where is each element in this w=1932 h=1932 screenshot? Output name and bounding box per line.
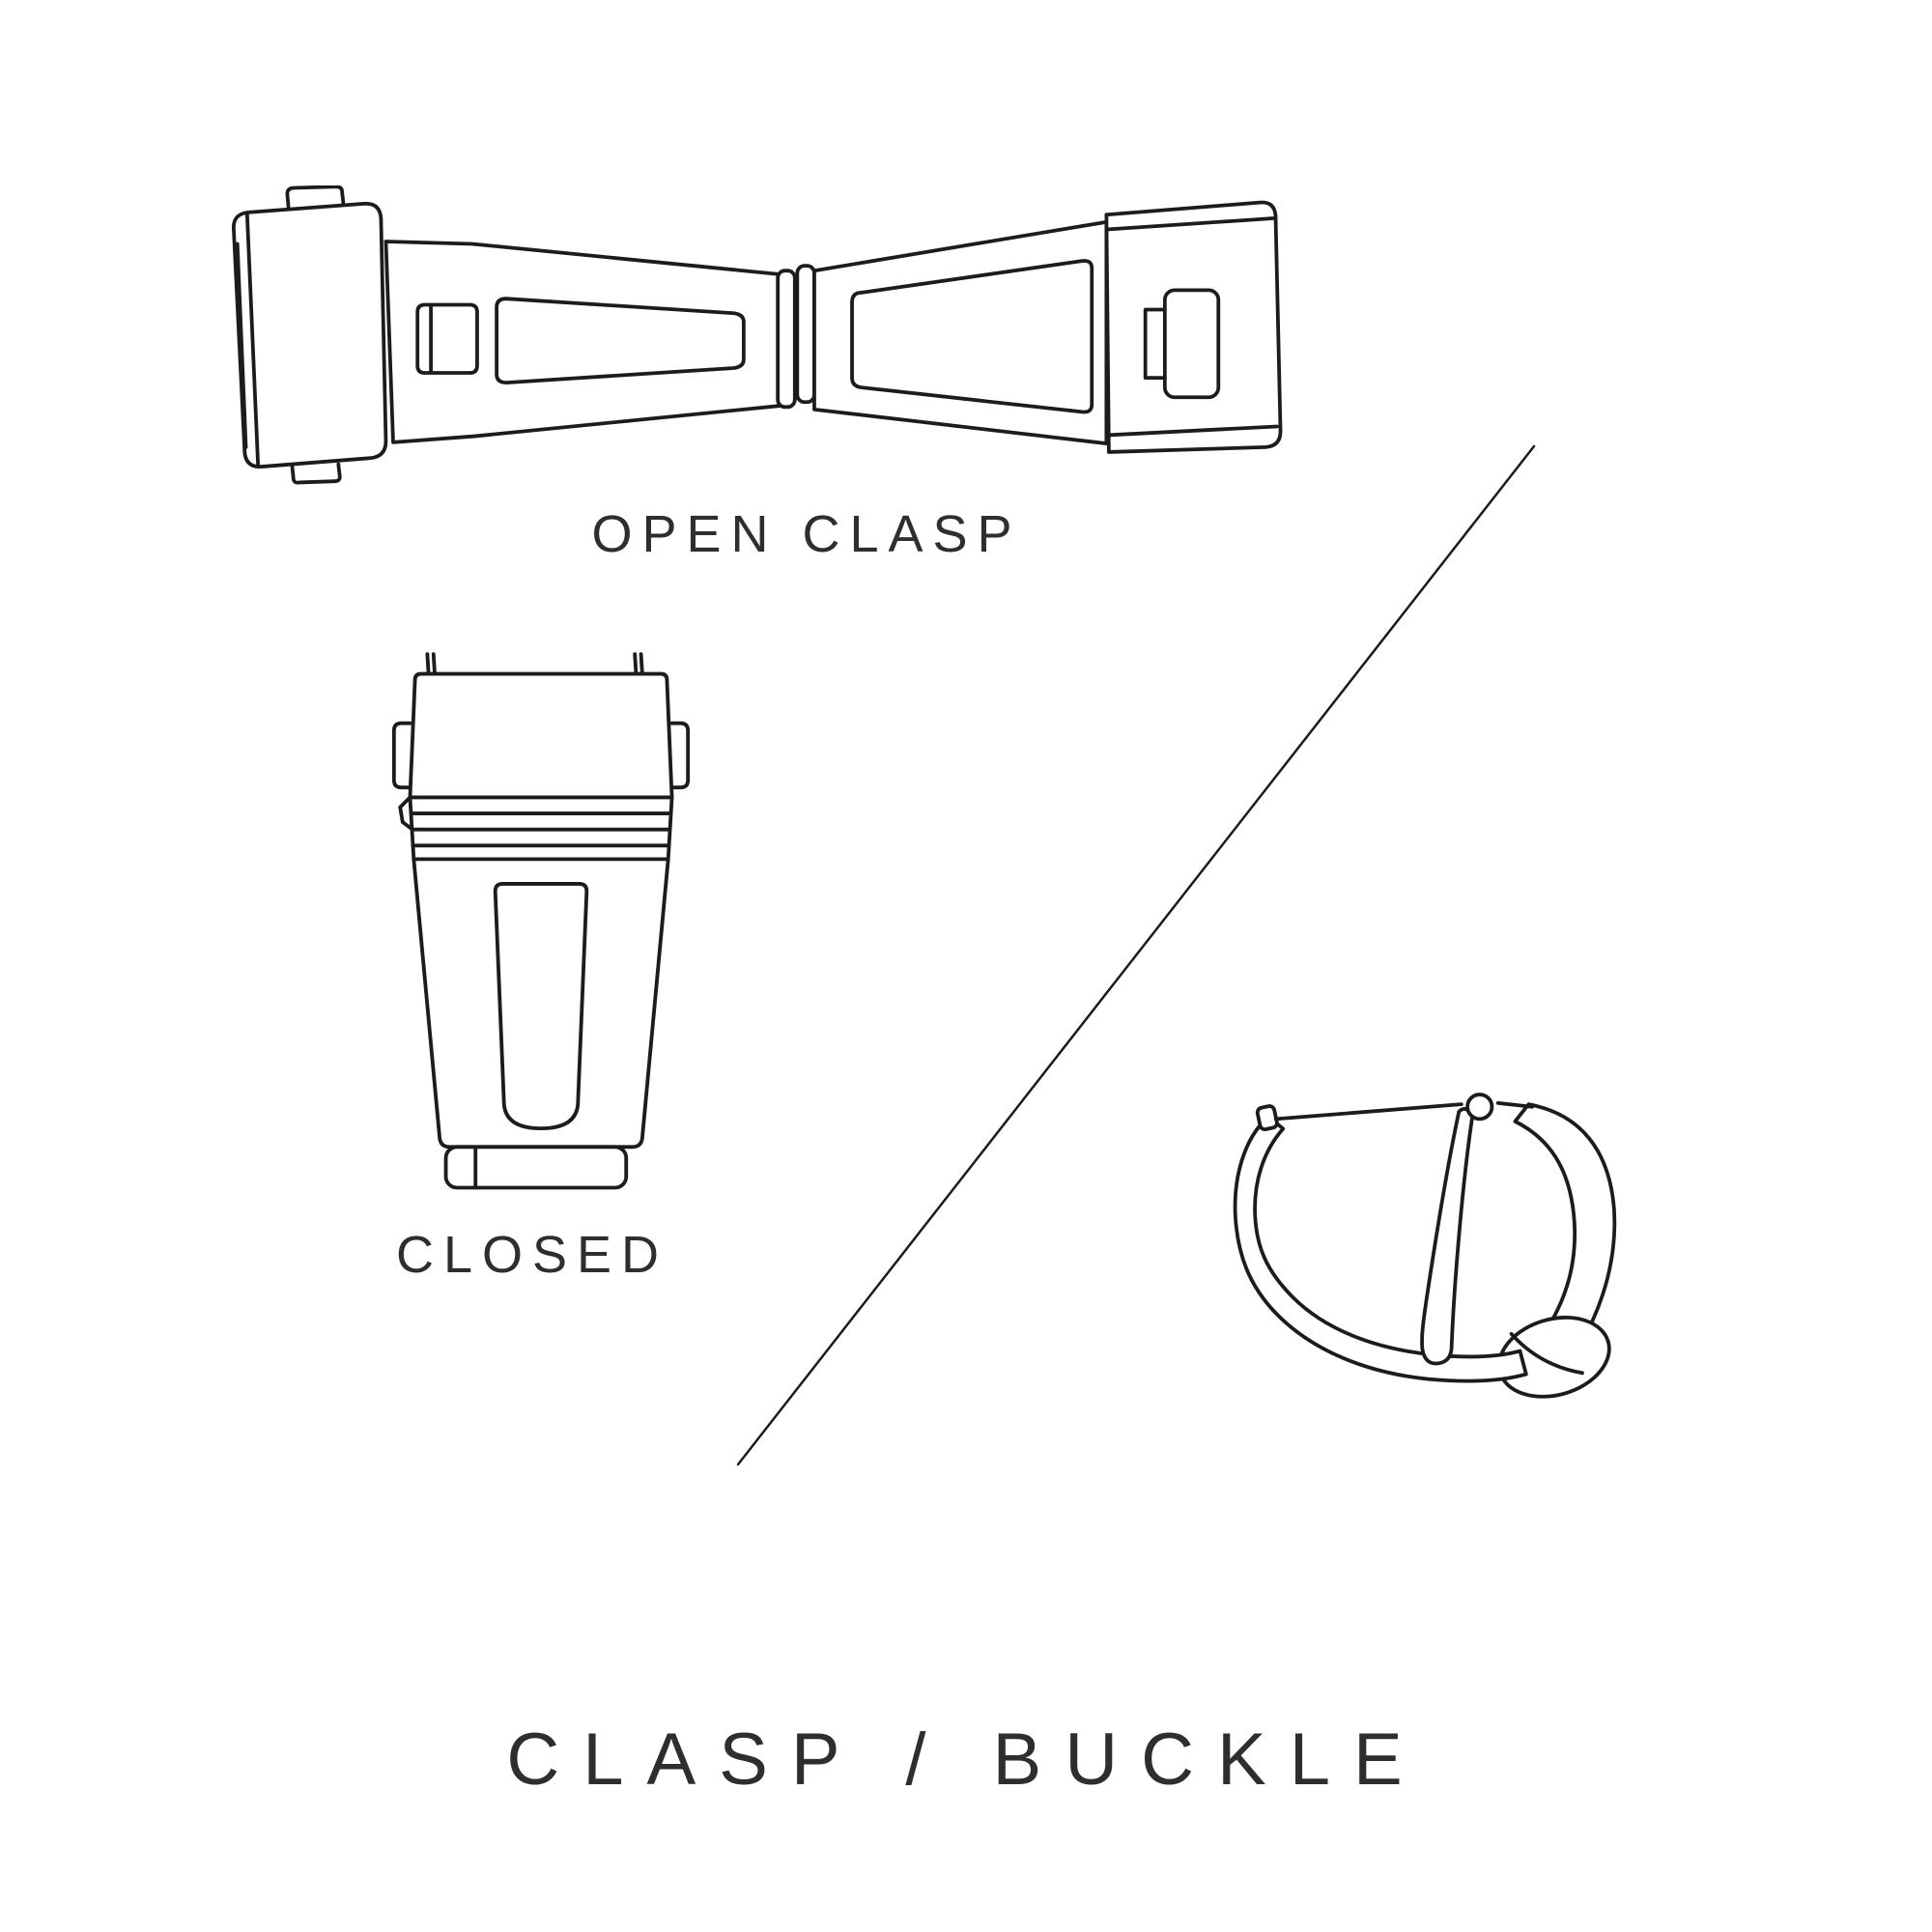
closed-clasp-illustration <box>391 652 691 1190</box>
buckle-pin-bar <box>1255 1101 1535 1131</box>
open-clasp-label: OPEN CLASP <box>591 505 1022 563</box>
buckle-tongue <box>1420 1093 1494 1366</box>
buckle-illustration <box>1233 1093 1617 1399</box>
closed-clasp-body <box>412 857 670 1150</box>
open-clasp-end-plate <box>1104 200 1283 454</box>
closed-clasp-label: CLOSED <box>395 1226 669 1284</box>
open-clasp-right-blade <box>812 219 1109 446</box>
closed-clasp-base <box>443 1145 629 1190</box>
diagram-title: CLASP / BUCKLE <box>506 1719 1426 1801</box>
open-clasp-illustration <box>232 185 1283 485</box>
open-clasp-hinge <box>776 264 816 410</box>
closed-clasp-hinge-band <box>398 795 674 862</box>
buckle-frame <box>1233 1102 1617 1399</box>
open-clasp-left-blade <box>384 240 782 444</box>
closed-clasp-cover <box>391 671 691 800</box>
divider-line <box>736 444 1536 1466</box>
closed-clasp-prongs <box>425 652 644 676</box>
open-clasp-end-link <box>232 185 388 485</box>
